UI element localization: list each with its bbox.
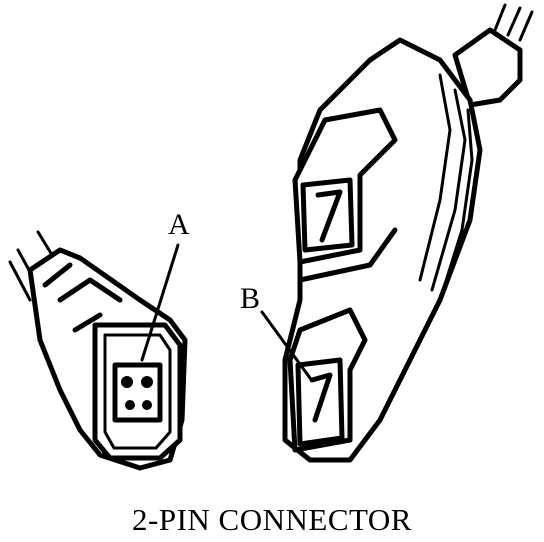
connector-a-face-inner: [103, 333, 172, 450]
upper-socket-face: [300, 177, 355, 253]
wire-b3: [518, 10, 534, 42]
pin-a1: [121, 376, 133, 388]
callout-b: B: [240, 282, 261, 315]
terminal-a: [112, 362, 163, 423]
pin-a2: [141, 376, 153, 388]
pin-a4: [142, 400, 152, 410]
connector-a-rib3: [72, 312, 103, 333]
connector-b-rib2: [430, 88, 467, 292]
connector-a-rib1: [42, 262, 73, 288]
pin-a3: [125, 400, 135, 410]
mid-divider: [297, 227, 398, 283]
leader-line-b: [260, 310, 312, 380]
wire-b1: [493, 3, 507, 32]
wire-a3: [8, 260, 32, 302]
connector-a: [8, 230, 188, 471]
connector-a-rib2: [57, 277, 123, 303]
wire-b2: [506, 6, 522, 37]
callout-a: A: [168, 208, 190, 241]
lower-socket-terminal: [309, 372, 333, 423]
connector-b: [260, 3, 534, 463]
diagram-caption: 2-PIN CONNECTOR: [132, 502, 412, 537]
connector-b-rib3: [438, 108, 474, 302]
connector-b-rib1: [418, 73, 452, 282]
upper-socket-terminal: [315, 189, 343, 243]
leader-line-a: [140, 243, 180, 362]
